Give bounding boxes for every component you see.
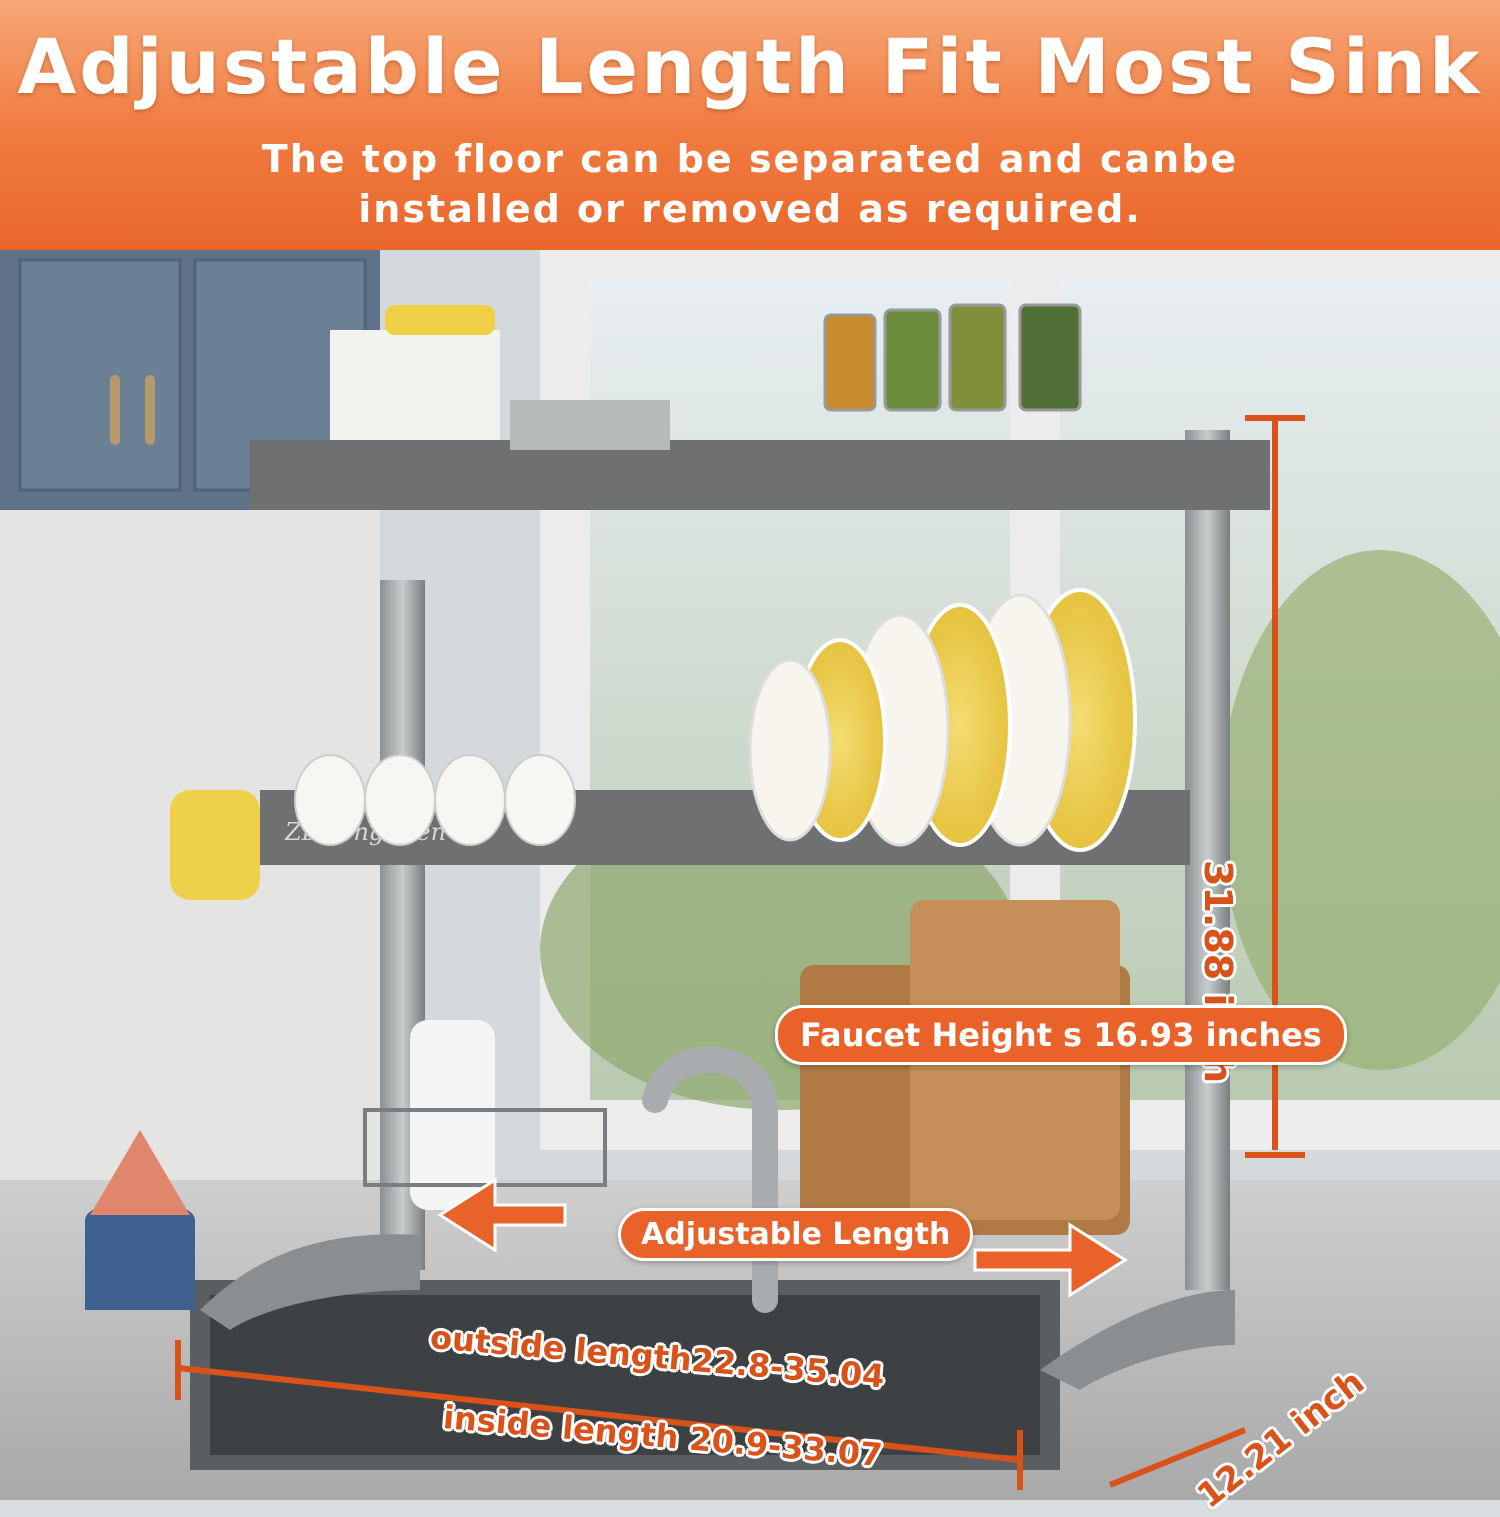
top-shelf [250, 440, 1270, 510]
arrow-right-icon [973, 1222, 1128, 1298]
cabinet-handle-icon [145, 375, 155, 445]
soap-bottle [410, 1020, 495, 1210]
rack-foot-left [200, 1234, 420, 1330]
product-photo: ZDRongZhen [0, 250, 1500, 1500]
yellow-bowl [385, 305, 495, 335]
succulent [90, 1130, 190, 1215]
faucet-height-badge: Faucet Height s 16.93 inches [775, 1005, 1347, 1065]
cabinet-door-left [18, 258, 182, 492]
plate-stack [330, 330, 500, 440]
subheadline-line-1: The top floor can be separated and canbe [261, 137, 1239, 181]
arrow-left-icon [437, 1177, 567, 1253]
length-dimension-line [177, 1365, 1021, 1463]
sponge [170, 790, 260, 900]
tree-foliage [1220, 550, 1500, 1070]
sink-inner [210, 1295, 1040, 1455]
depth-dimension-line [1108, 1427, 1247, 1488]
plant-pot-body [85, 1220, 195, 1310]
faucet [642, 1046, 778, 1313]
subheadline: The top floor can be separated and canbe… [0, 134, 1500, 234]
cabinet-handle-icon [110, 375, 120, 445]
rack-post-right [1185, 430, 1230, 1290]
dish-plates [748, 588, 1137, 852]
rack-foot-right [1040, 1290, 1235, 1390]
subheadline-line-2: installed or removed as required. [358, 187, 1142, 231]
headline: Adjustable Length Fit Most Sink [17, 22, 1483, 111]
header-banner [0, 0, 1500, 250]
kitchen-scene: ZDRongZhen [0, 250, 1500, 1500]
adjustable-length-badge: Adjustable Length [618, 1208, 974, 1261]
pot [510, 400, 670, 450]
bowl-row [294, 754, 576, 846]
spice-jars [823, 303, 1082, 412]
